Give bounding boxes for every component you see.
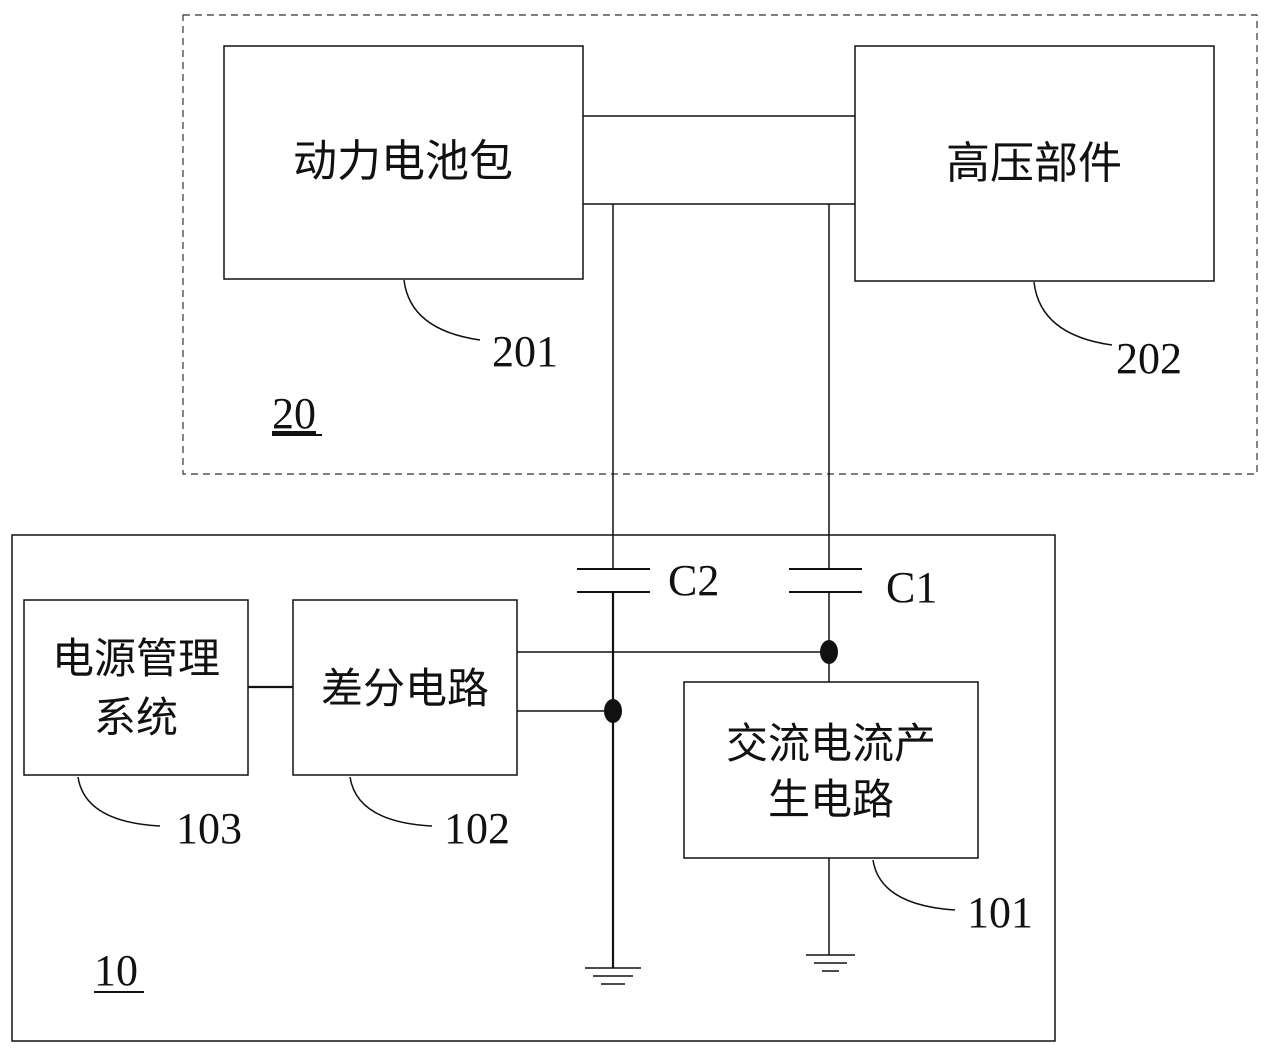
ref-103: 103 xyxy=(176,804,242,853)
hv-component-block xyxy=(854,45,1215,282)
bms-label-line2: 系统 xyxy=(94,693,178,742)
c1-label: C1 xyxy=(886,563,937,612)
ref-101: 101 xyxy=(967,888,1033,937)
ac-generator-label-line1: 交流电流产 xyxy=(726,719,936,768)
group-10-label: 10 xyxy=(94,946,138,995)
junction-dot-c2 xyxy=(604,699,622,723)
ref-201: 201 xyxy=(492,327,558,376)
bms-label-line1: 电源管理 xyxy=(52,634,220,683)
hv-component-label: 高压部件 xyxy=(946,138,1122,189)
group-20-label: 20 xyxy=(272,389,316,438)
group-10-boundary xyxy=(11,534,1056,1042)
battery-pack-block xyxy=(223,45,584,280)
diff-circuit-block xyxy=(292,599,518,776)
bms-block xyxy=(23,599,249,776)
leader-103 xyxy=(77,776,161,827)
leader-101 xyxy=(872,859,956,911)
group-20-boundary xyxy=(182,14,1258,475)
ref-202: 202 xyxy=(1116,334,1182,383)
ground-symbol-left xyxy=(585,967,641,985)
junction-dot-c1 xyxy=(820,640,838,664)
diff-circuit-label: 差分电路 xyxy=(321,664,489,713)
ref-102: 102 xyxy=(444,804,510,853)
leader-102 xyxy=(349,776,433,827)
battery-pack-label: 动力电池包 xyxy=(293,136,513,187)
ac-generator-label-line2: 生电路 xyxy=(768,775,894,824)
ground-symbol-right xyxy=(806,954,855,972)
leader-202 xyxy=(1033,281,1113,346)
ac-generator-block xyxy=(683,681,979,859)
leader-201 xyxy=(403,279,481,341)
c2-label: C2 xyxy=(668,556,719,605)
